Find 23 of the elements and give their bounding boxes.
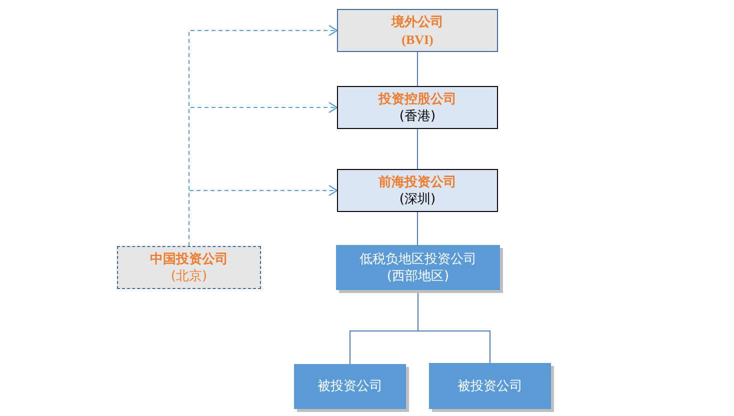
connector-line bbox=[417, 52, 418, 86]
company-box bbox=[337, 9, 498, 52]
company-name: 被投资公司 bbox=[458, 378, 522, 394]
company-box bbox=[429, 363, 551, 409]
connector-line bbox=[417, 212, 418, 246]
company-box bbox=[117, 246, 261, 289]
company-name: 境外公司 bbox=[392, 14, 444, 30]
company-box bbox=[336, 245, 500, 290]
company-name: 投资控股公司 bbox=[378, 90, 456, 108]
company-box bbox=[294, 364, 406, 409]
company-name: 被投资公司 bbox=[318, 378, 382, 395]
connector-line bbox=[417, 128, 418, 170]
company-name: 低税负地区投资公司 bbox=[360, 250, 476, 268]
company-location: (香港) bbox=[399, 108, 436, 124]
company-name: 中国投资公司 bbox=[150, 250, 228, 268]
arrow bbox=[188, 184, 338, 246]
company-box bbox=[337, 169, 498, 212]
company-name: 前海投资公司 bbox=[378, 174, 456, 190]
company-location: (深圳) bbox=[399, 190, 436, 208]
company-location: (北京) bbox=[170, 268, 208, 284]
company-location: (BVI) bbox=[402, 30, 434, 48]
company-box bbox=[337, 86, 498, 129]
company-location: (西部地区) bbox=[386, 268, 450, 284]
